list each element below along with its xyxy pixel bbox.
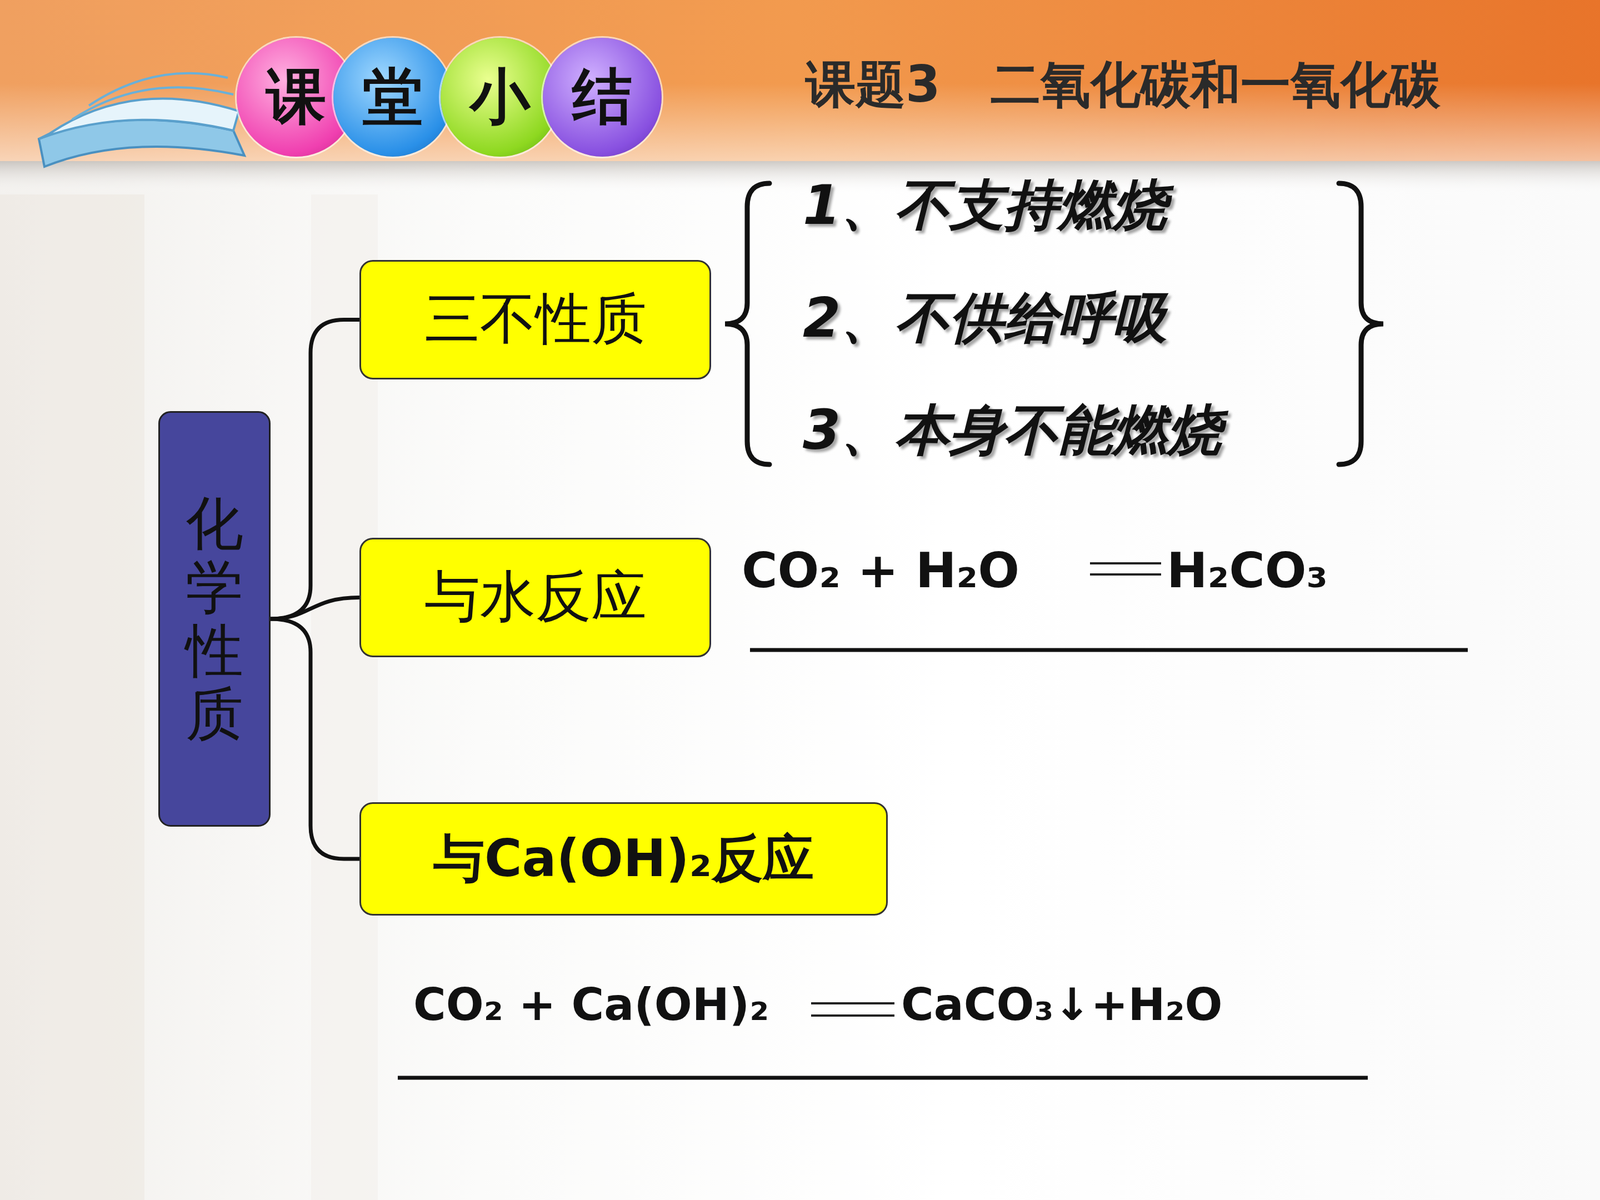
title-circle: 小 bbox=[440, 37, 560, 157]
node-text: 化学性质 bbox=[185, 491, 244, 747]
node-text: 与Ca(OH)₂反应 bbox=[433, 824, 814, 894]
branch-connector bbox=[270, 597, 360, 620]
property-item: 2、不供给呼吸 bbox=[802, 282, 1168, 356]
book-icon bbox=[38, 73, 245, 167]
title-character: 小 bbox=[470, 56, 530, 138]
slide-title: 课题3 二氧化碳和一氧化碳 bbox=[805, 51, 1441, 119]
topic-box: 与Ca(OH)₂反应 bbox=[359, 802, 888, 916]
equation-part: CO₂ + Ca(OH)₂ bbox=[413, 978, 769, 1031]
equals-sign bbox=[811, 563, 1162, 1016]
column-shade bbox=[0, 194, 145, 1200]
property-item: 3、本身不能燃烧 bbox=[802, 394, 1222, 468]
equation-part: H₂CO₃ bbox=[1166, 541, 1328, 599]
title-circle: 堂 bbox=[333, 37, 453, 157]
branch-connector bbox=[270, 320, 360, 620]
branch-connector bbox=[270, 618, 360, 859]
node-text: 三不性质 bbox=[424, 282, 647, 358]
underline bbox=[397, 650, 1468, 1078]
header-band bbox=[0, 0, 1600, 162]
property-item: 1、不支持燃烧 bbox=[802, 169, 1168, 243]
title-character: 课 bbox=[266, 56, 327, 138]
header-shadow bbox=[0, 161, 1600, 195]
topic-box: 三不性质 bbox=[359, 260, 712, 380]
topic-box: 与水反应 bbox=[359, 537, 712, 658]
equation-part: CaCO₃↓+H₂O bbox=[901, 978, 1223, 1031]
equation-part: CO₂ + H₂O bbox=[741, 541, 1020, 599]
title-circle: 结 bbox=[542, 37, 662, 157]
node-text: 与水反应 bbox=[424, 560, 647, 635]
category-box: 化学性质 bbox=[158, 411, 271, 827]
title-character: 结 bbox=[572, 56, 633, 138]
title-character: 堂 bbox=[362, 56, 423, 138]
